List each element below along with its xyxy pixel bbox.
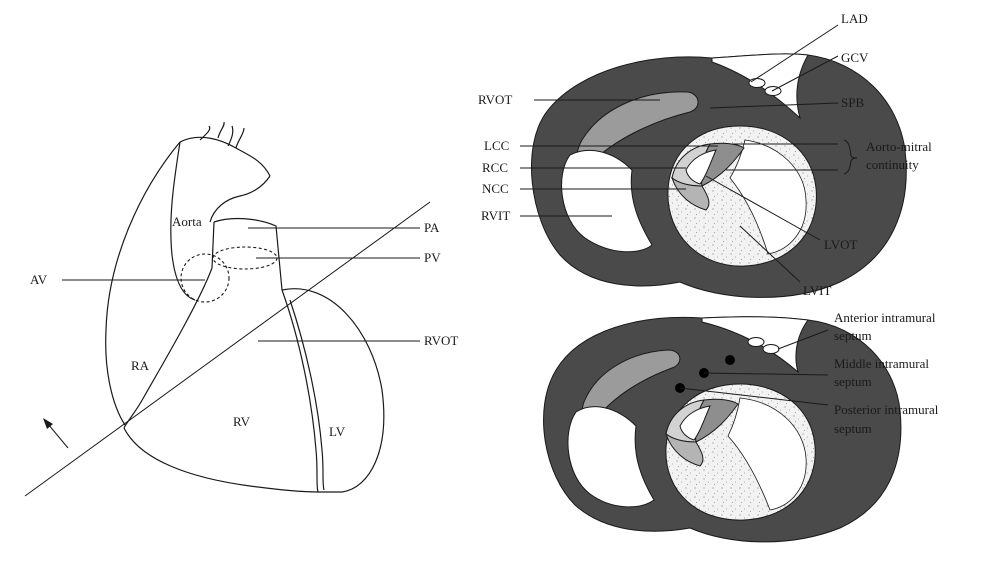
label-lcc: LCC <box>484 138 509 153</box>
left-ventricle-outline <box>281 288 385 493</box>
interventricular-groove <box>281 289 325 493</box>
cusp-rcc-top <box>671 176 710 211</box>
label-lad: LAD <box>841 11 868 26</box>
label-posterior-septum-2: septum <box>834 421 872 436</box>
label-pv: PV <box>424 250 441 265</box>
label-anterior-septum-2: septum <box>834 328 872 343</box>
label-aorta: Aorta <box>172 214 202 229</box>
aorta-outline <box>170 141 196 301</box>
arrow-up-left-icon <box>43 418 69 449</box>
label-anterior-septum-1: Anterior intramural <box>834 310 936 325</box>
lv-inner-white-bottom <box>727 397 807 511</box>
lvit-leader <box>739 225 801 283</box>
coronary-vessel-2 <box>762 344 780 354</box>
aorto-mitral-brace <box>843 139 858 175</box>
label-aorto-mitral-2: continuity <box>866 157 919 172</box>
gcv-leader <box>771 55 839 92</box>
lvot-leader <box>705 175 821 241</box>
label-rvit: RVIT <box>481 208 510 223</box>
label-rvot: RVOT <box>424 333 458 348</box>
right-atrium-outline <box>105 141 181 426</box>
cross-section-top: LAD GCV SPB RVOT LCC RCC NCC RVIT Aorto-… <box>478 11 932 298</box>
cusp-white-bottom <box>679 405 711 441</box>
label-spb: SPB <box>841 95 864 110</box>
cusp-rcc-bottom <box>665 432 704 467</box>
posterior-septum-leader <box>679 387 829 406</box>
label-posterior-septum-1: Posterior intramural <box>834 402 939 417</box>
cutting-plane-line <box>24 201 431 497</box>
label-rcc: RCC <box>482 160 508 175</box>
aortic-valve-ellipse <box>180 253 230 303</box>
label-pa: PA <box>424 220 440 235</box>
middle-septum-leader <box>703 372 829 376</box>
label-lvit: LVIT <box>803 283 831 298</box>
label-rv: RV <box>233 414 251 429</box>
lad-vessel <box>748 78 766 88</box>
cusp-white-top <box>685 149 717 185</box>
heart-diagram: Aorta PA PV AV RVOT RA RV LV <box>24 121 458 497</box>
label-middle-septum-1: Middle intramural <box>834 356 929 371</box>
anterior-septum-leader <box>777 329 829 350</box>
label-lv: LV <box>329 424 346 439</box>
label-av: AV <box>30 272 48 287</box>
label-rvot-top: RVOT <box>478 92 512 107</box>
label-middle-septum-2: septum <box>834 374 872 389</box>
label-ra: RA <box>131 358 150 373</box>
aorta-outline-right <box>209 175 271 223</box>
rvit-cavity-top <box>561 149 653 253</box>
label-ncc: NCC <box>482 181 509 196</box>
anterior-septum-dot <box>725 355 735 365</box>
spb-leader <box>709 102 839 109</box>
pulmonary-artery-outline <box>211 217 283 291</box>
rvit-cavity-bottom <box>567 406 655 508</box>
lad-leader <box>750 24 839 83</box>
coronary-vessel-1 <box>747 337 765 347</box>
epicardial-fat-bottom <box>701 316 809 374</box>
label-lvot: LVOT <box>824 237 858 252</box>
label-gcv: GCV <box>841 50 869 65</box>
label-aorto-mitral-1: Aorto-mitral <box>866 139 932 154</box>
aortic-branches <box>179 121 271 177</box>
cross-section-bottom: Anterior intramural septum Middle intram… <box>543 310 939 543</box>
rvot-outline <box>123 267 213 429</box>
lv-inner-white-top <box>729 139 807 255</box>
heart-bottom-outline <box>123 427 319 493</box>
